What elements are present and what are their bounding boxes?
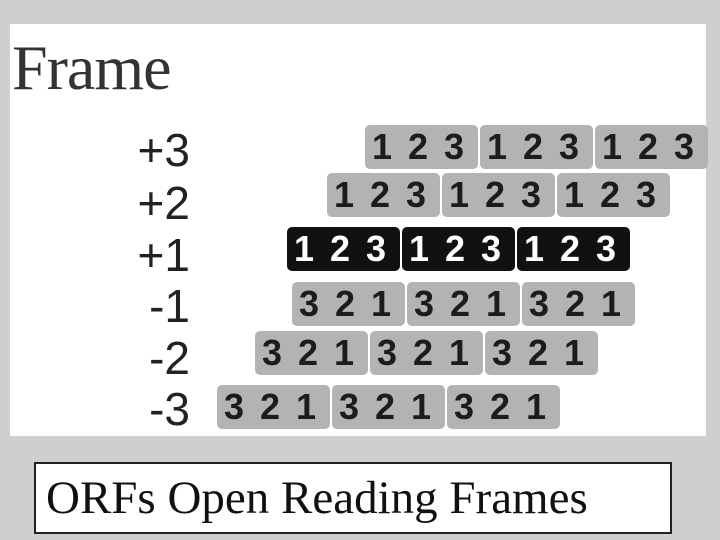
codon-box: 3 2 1 [292,282,405,326]
caption-box: ORFs Open Reading Frames [34,462,672,534]
codon-box: 3 2 1 [407,282,520,326]
codon-box: 1 2 3 [365,125,478,169]
codon-box: 1 2 3 [442,173,555,217]
codon-box: 1 2 3 [557,173,670,217]
frame-heading: Frame [12,32,171,103]
codon-box: 1 2 3 [480,125,593,169]
codon-box: 3 2 1 [217,385,330,429]
codon-box: 3 2 1 [255,331,368,375]
frame-label: -2 [149,332,190,384]
frame-label: -3 [149,383,190,435]
codon-box: 1 2 3 [402,227,515,271]
frame-label: +3 [137,124,190,176]
codon-box: 3 2 1 [522,282,635,326]
codon-box: 3 2 1 [485,331,598,375]
codon-box: 1 2 3 [287,227,400,271]
codon-box: 1 2 3 [517,227,630,271]
codon-box: 1 2 3 [595,125,708,169]
codon-box: 3 2 1 [447,385,560,429]
codon-box: 1 2 3 [327,173,440,217]
frame-label: +1 [137,229,190,281]
codon-box: 3 2 1 [370,331,483,375]
codon-box: 3 2 1 [332,385,445,429]
frame-label: -1 [149,280,190,332]
frame-label: +2 [137,177,190,229]
